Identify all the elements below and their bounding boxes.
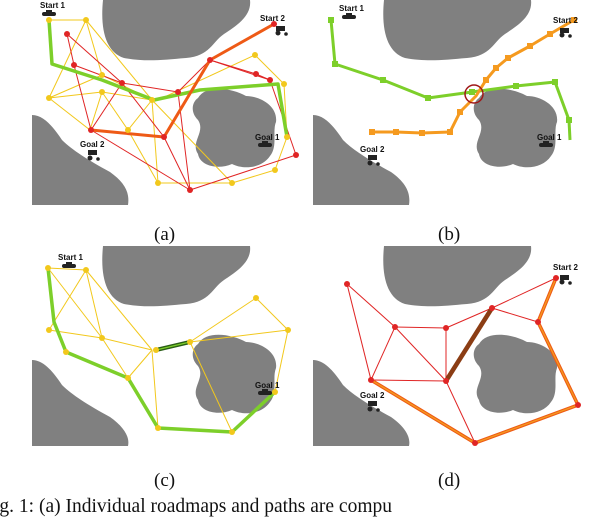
roadmap-nodes-red bbox=[344, 275, 581, 446]
start-2-label: Start 2 bbox=[553, 16, 578, 25]
tractor-icon bbox=[559, 28, 572, 38]
goal-1-label: Goal 1 bbox=[255, 133, 280, 142]
path-green-nodes bbox=[328, 17, 572, 123]
panel-d-label: (d) bbox=[438, 470, 460, 491]
start-2-label: Start 2 bbox=[260, 14, 285, 23]
start-2-label: Start 2 bbox=[553, 263, 578, 272]
roadmap-nodes-yellow bbox=[46, 17, 290, 186]
goal-1-label: Goal 1 bbox=[255, 381, 280, 390]
car-icon bbox=[258, 141, 272, 147]
start-1-label: Start 1 bbox=[339, 4, 364, 13]
obstacle-island bbox=[192, 88, 277, 168]
goal-2-label: Goal 2 bbox=[360, 145, 385, 154]
start-1-label: Start 1 bbox=[58, 253, 83, 262]
path-orange-a bbox=[90, 22, 275, 139]
obstacle-top bbox=[102, 246, 251, 307]
obstacle-top bbox=[102, 0, 251, 61]
figure-caption: ig. 1: (a) Individual roadmaps and paths… bbox=[0, 496, 393, 517]
tractor-icon bbox=[367, 155, 380, 166]
roadmap-red-edges bbox=[66, 33, 297, 191]
goal-2-label: Goal 2 bbox=[80, 140, 105, 149]
car-icon bbox=[62, 262, 76, 268]
obstacle-top bbox=[383, 246, 532, 307]
tractor-icon bbox=[367, 401, 380, 412]
obstacle-left bbox=[313, 360, 410, 446]
car-icon bbox=[258, 389, 272, 395]
tractor-icon bbox=[87, 150, 100, 161]
car-icon bbox=[342, 13, 356, 19]
obstacle-top bbox=[383, 0, 532, 61]
goal-2-label: Goal 2 bbox=[360, 391, 385, 400]
tractor-icon bbox=[275, 26, 288, 36]
path-orange-nodes bbox=[369, 17, 577, 136]
panel-b-label: (b) bbox=[438, 224, 460, 245]
obstacle-left bbox=[313, 115, 410, 205]
car-icon bbox=[42, 10, 56, 16]
start-1-label: Start 1 bbox=[40, 1, 65, 10]
panel-a: Start 1 Start 2 Goal 2 Goal 1 bbox=[32, 0, 299, 205]
roadmap-nodes-red bbox=[64, 21, 299, 193]
obstacle-left bbox=[32, 360, 129, 446]
panel-c-label: (c) bbox=[154, 470, 175, 491]
goal-1-label: Goal 1 bbox=[537, 133, 562, 142]
panel-b: Start 1 Start 2 Goal 2 Goal 1 bbox=[313, 0, 578, 205]
panel-c: Start 1 Goal 1 bbox=[32, 246, 291, 446]
car-icon bbox=[539, 141, 553, 147]
panel-a-label: (a) bbox=[154, 224, 175, 245]
tractor-icon bbox=[559, 275, 572, 285]
panel-d: Start 2 Goal 2 bbox=[313, 246, 581, 446]
crossing-circle bbox=[464, 84, 484, 104]
obstacle-island bbox=[473, 334, 558, 414]
obstacle-left bbox=[32, 115, 129, 205]
roadmap-yellow-edges bbox=[48, 19, 288, 184]
connector-edge bbox=[444, 306, 494, 383]
obstacle-island bbox=[473, 88, 558, 168]
roadmap-nodes-yellow bbox=[45, 265, 291, 435]
